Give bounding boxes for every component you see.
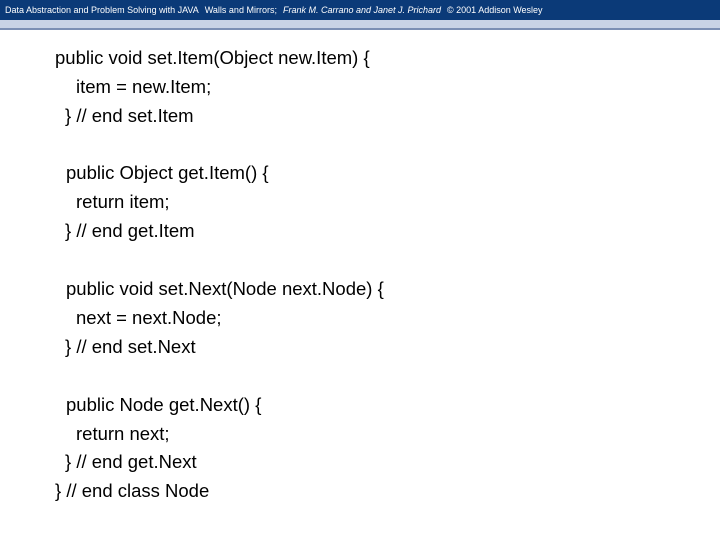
code-line-10: public Node get.Next() {	[66, 394, 262, 415]
header-bar: Data Abstraction and Problem Solving wit…	[0, 0, 720, 20]
code-line-8: next = next.Node;	[76, 307, 222, 328]
code-line-12: } // end get.Next	[65, 451, 197, 472]
book-title: Data Abstraction and Problem Solving wit…	[5, 5, 199, 15]
code-line-3: } // end set.Item	[65, 105, 194, 126]
code-line-4: public Object get.Item() {	[66, 162, 269, 183]
code-line-7: public void set.Next(Node next.Node) {	[66, 278, 384, 299]
series-title: Walls and Mirrors;	[204, 5, 277, 15]
code-line-5: return item;	[76, 191, 170, 212]
authors: Frank M. Carrano and Janet J. Prichard	[282, 5, 442, 15]
copyright: © 2001 Addison Wesley	[447, 5, 543, 15]
code-line-6: } // end get.Item	[65, 220, 195, 241]
code-line-9: } // end set.Next	[65, 336, 196, 357]
code-line-1: public void set.Item(Object new.Item) {	[55, 47, 370, 68]
header-divider-line	[0, 28, 720, 30]
code-line-13: } // end class Node	[55, 480, 210, 501]
header-divider	[0, 20, 720, 30]
code-line-2: item = new.Item;	[76, 76, 212, 97]
code-line-11: return next;	[76, 423, 170, 444]
